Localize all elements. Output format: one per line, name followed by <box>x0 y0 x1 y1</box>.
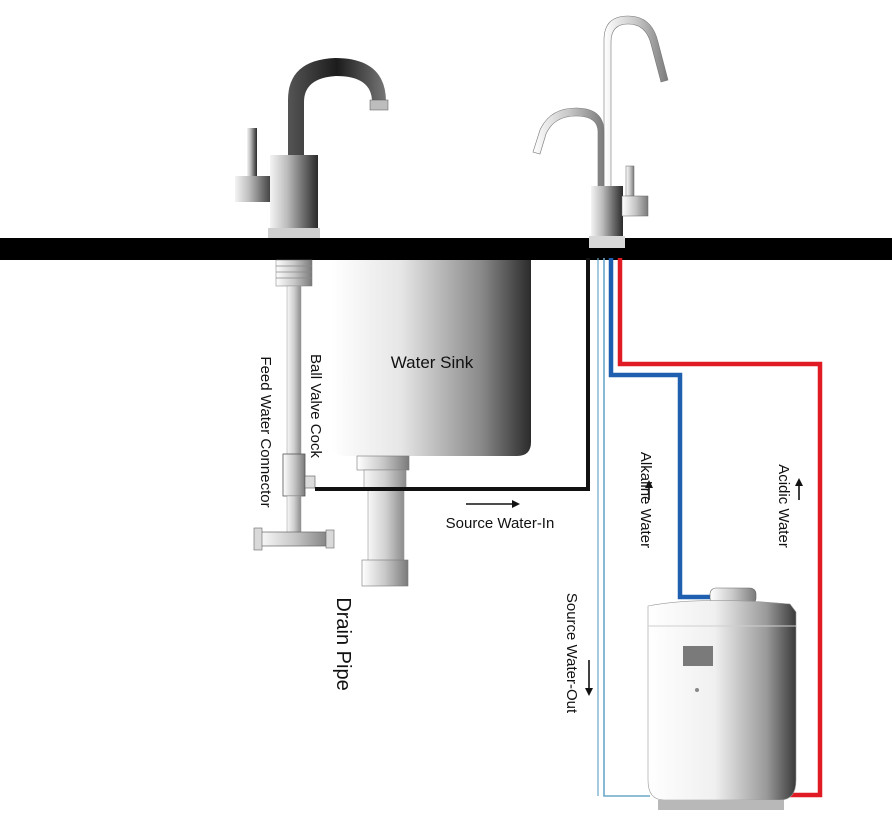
ionizer-faucet <box>532 15 669 248</box>
water-ionizer-unit <box>647 587 797 810</box>
countertop <box>0 238 892 260</box>
water-sink <box>331 260 531 587</box>
source-water-out-line <box>603 258 650 797</box>
drain-pipe-label: Drain Pipe <box>332 597 354 690</box>
unit-display <box>683 646 713 666</box>
acidic-water-line <box>617 258 823 798</box>
flow-arrows <box>466 478 803 696</box>
alkaline-water-label: Alkaline Water <box>637 452 654 548</box>
acidic-water-label: Acidic Water <box>775 464 792 548</box>
kitchen-faucet <box>235 58 389 551</box>
drain-pipe <box>367 489 405 563</box>
alkaline-water-line <box>608 258 722 600</box>
source-water-in-label: Source Water-In <box>446 515 555 532</box>
source-water-out-label: Source Water-Out <box>563 593 580 714</box>
feed-water-connector-label: Feed Water Connector <box>257 356 274 507</box>
ball-valve-cock-label: Ball Valve Cock <box>307 354 324 458</box>
ball-valve <box>282 453 306 497</box>
water-sink-label: Water Sink <box>391 353 474 372</box>
source-water-in-line <box>315 258 590 491</box>
